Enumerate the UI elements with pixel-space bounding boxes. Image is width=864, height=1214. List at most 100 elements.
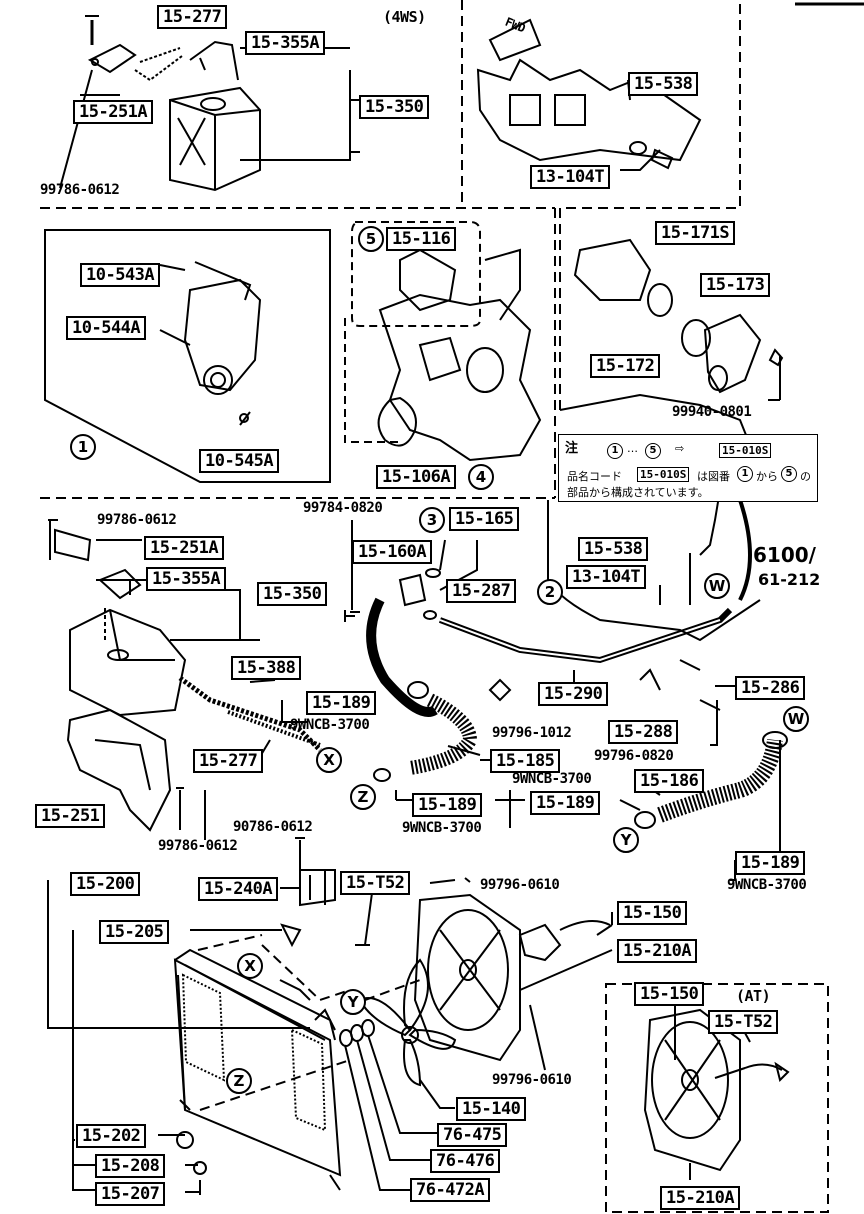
overflow-hose xyxy=(178,675,322,752)
bolt-99784-0820[interactable]: 99784-0820 xyxy=(303,500,383,516)
label-15-286[interactable]: 15-286 xyxy=(735,676,806,700)
clip-9wncb-3700-b[interactable]: 9WNCB-3700 xyxy=(512,771,592,787)
label-15-160A[interactable]: 15-160A xyxy=(352,540,433,564)
label-15-355A-mid[interactable]: 15-355A xyxy=(146,567,227,591)
label-76-472A[interactable]: 76-472A xyxy=(410,1178,491,1202)
label-15-355A[interactable]: 15-355A xyxy=(245,31,326,55)
note-line1-circle-5: 5 xyxy=(781,466,797,482)
label-15-T52-at[interactable]: 15-T52 xyxy=(708,1010,779,1034)
bolt-99786-0612-mid[interactable]: 99786-0612 xyxy=(97,512,177,528)
fan-shroud xyxy=(413,893,611,1062)
label-15-290[interactable]: 15-290 xyxy=(538,682,609,706)
clip-9wncb-3700-a[interactable]: 9WNCB-3700 xyxy=(290,717,370,733)
bolt-99796-1012[interactable]: 99796-1012 xyxy=(492,725,572,741)
connector-z-lower[interactable]: Z xyxy=(226,1068,252,1094)
bolt-99796-0610-a[interactable]: 99796-0610 xyxy=(480,877,560,893)
callout-3[interactable]: 3 xyxy=(419,507,445,533)
note-circle-1: 1 xyxy=(607,443,623,459)
bolt-99796-0820[interactable]: 99796-0820 xyxy=(594,748,674,764)
label-15-189-b[interactable]: 15-189 xyxy=(412,793,483,817)
label-13-104T[interactable]: 13-104T xyxy=(530,165,611,189)
note-line1-d: の xyxy=(800,470,811,483)
label-15-116[interactable]: 15-116 xyxy=(386,227,457,251)
label-15-202[interactable]: 15-202 xyxy=(76,1124,147,1148)
note-code-box: 15-010S xyxy=(719,443,772,458)
note-line1-b: は図番 xyxy=(697,470,730,483)
label-15-T52[interactable]: 15-T52 xyxy=(340,871,411,895)
connector-x-lower[interactable]: X xyxy=(237,953,263,979)
label-15-189-c[interactable]: 15-189 xyxy=(530,791,601,815)
label-15-288[interactable]: 15-288 xyxy=(608,720,679,744)
bolt-99786-0612-low[interactable]: 99786-0612 xyxy=(158,838,238,854)
note-line1-a: 品名コード xyxy=(567,470,622,483)
label-15-210A-at[interactable]: 15-210A xyxy=(660,1186,741,1210)
label-15-287[interactable]: 15-287 xyxy=(446,579,517,603)
callout-4[interactable]: 4 xyxy=(468,464,494,490)
4ws-caption: (4WS) xyxy=(383,8,426,26)
fan-blade xyxy=(358,958,457,1087)
label-15-205[interactable]: 15-205 xyxy=(99,920,170,944)
callout-1[interactable]: 1 xyxy=(70,434,96,460)
label-15-388[interactable]: 15-388 xyxy=(231,656,302,680)
label-15-350-mid[interactable]: 15-350 xyxy=(257,582,328,606)
label-10-545A[interactable]: 10-545A xyxy=(199,449,280,473)
water-pump-gasket-frame xyxy=(351,221,481,327)
connector-w-lower[interactable]: W xyxy=(783,706,809,732)
ref-6100[interactable]: 6100/ xyxy=(753,543,816,567)
callout-5[interactable]: 5 xyxy=(358,226,384,252)
ref-61-212[interactable]: 61-212 xyxy=(758,570,821,589)
label-13-104T-mid[interactable]: 13-104T xyxy=(566,565,647,589)
label-15-251[interactable]: 15-251 xyxy=(35,804,106,828)
label-15-207[interactable]: 15-207 xyxy=(95,1182,166,1206)
label-10-543A[interactable]: 10-543A xyxy=(80,263,161,287)
bolt-99796-0610-b[interactable]: 99796-0610 xyxy=(492,1072,572,1088)
timing-cover-frame xyxy=(44,229,331,483)
label-15-350[interactable]: 15-350 xyxy=(359,95,430,119)
label-15-189-a[interactable]: 15-189 xyxy=(306,691,377,715)
label-15-240A[interactable]: 15-240A xyxy=(198,877,279,901)
label-15-185[interactable]: 15-185 xyxy=(490,749,561,773)
note-arrow: ⇨ xyxy=(675,442,685,455)
label-15-251A[interactable]: 15-251A xyxy=(73,100,154,124)
label-76-475[interactable]: 76-475 xyxy=(437,1123,508,1147)
note-dots: … xyxy=(627,442,638,455)
label-15-165[interactable]: 15-165 xyxy=(449,507,520,531)
label-15-189-d[interactable]: 15-189 xyxy=(735,851,806,875)
label-15-186[interactable]: 15-186 xyxy=(634,769,705,793)
connector-w-upper[interactable]: W xyxy=(704,573,730,599)
4ws-frame xyxy=(560,4,741,209)
label-15-277[interactable]: 15-277 xyxy=(157,5,228,29)
label-15-208[interactable]: 15-208 xyxy=(95,1154,166,1178)
label-15-251A-mid[interactable]: 15-251A xyxy=(144,536,225,560)
clip-9wncb-3700-d[interactable]: 9WNCB-3700 xyxy=(727,877,807,893)
label-15-200[interactable]: 15-200 xyxy=(70,872,141,896)
hose-15-160A xyxy=(366,597,438,717)
callout-2[interactable]: 2 xyxy=(537,579,563,605)
label-10-544A[interactable]: 10-544A xyxy=(66,316,147,340)
connector-x-upper[interactable]: X xyxy=(316,747,342,773)
label-15-140[interactable]: 15-140 xyxy=(456,1097,527,1121)
label-76-476[interactable]: 76-476 xyxy=(430,1149,501,1173)
connector-y-lower[interactable]: Y xyxy=(340,989,366,1015)
label-15-210A[interactable]: 15-210A xyxy=(617,939,698,963)
connector-z-upper[interactable]: Z xyxy=(350,784,376,810)
note-line2: 部品から構成されています。 xyxy=(567,486,709,499)
label-15-172[interactable]: 15-172 xyxy=(590,354,661,378)
label-15-106A[interactable]: 15-106A xyxy=(376,465,457,489)
connector-y-upper[interactable]: Y xyxy=(613,827,639,853)
bolt-99940-0801[interactable]: 99940-0801 xyxy=(672,404,752,420)
label-15-538[interactable]: 15-538 xyxy=(628,72,699,96)
label-15-173[interactable]: 15-173 xyxy=(700,273,771,297)
clip-9wncb-3700-c[interactable]: 9WNCB-3700 xyxy=(402,820,482,836)
assembly-note: 注 1 … 5 ⇨ 15-010S 品名コード 15-010S は図番 1 から… xyxy=(558,434,818,502)
label-15-171S[interactable]: 15-171S xyxy=(655,221,736,245)
at-caption: (AT) xyxy=(736,987,771,1005)
label-15-150-at[interactable]: 15-150 xyxy=(634,982,705,1006)
label-15-538-mid[interactable]: 15-538 xyxy=(578,537,649,561)
engine-section-border xyxy=(40,207,556,499)
label-15-277-mid[interactable]: 15-277 xyxy=(193,749,264,773)
bolt-99786-0612-top[interactable]: 99786-0612 xyxy=(40,182,120,198)
reservoir-top xyxy=(59,15,360,192)
bolt-90786-0612[interactable]: 90786-0612 xyxy=(233,819,313,835)
label-15-150[interactable]: 15-150 xyxy=(617,901,688,925)
